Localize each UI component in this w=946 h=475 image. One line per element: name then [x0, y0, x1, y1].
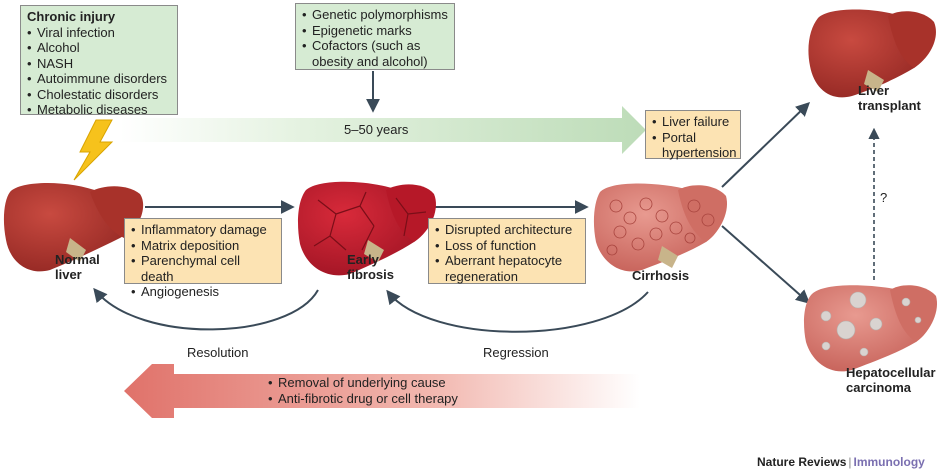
timeline-arrow	[120, 106, 646, 154]
risk-item: Genetic polymorphisms	[302, 7, 448, 23]
cirrhosis-processes-box: Disrupted architecture Loss of function …	[428, 218, 586, 284]
cirrhosis-process-item: Loss of function	[435, 238, 579, 254]
fibrosis-process-item: Matrix deposition	[131, 238, 275, 254]
injury-item: Metabolic diseases	[27, 102, 171, 118]
credit-separator: |	[848, 455, 852, 469]
therapy-item: Anti-fibrotic drug or cell therapy	[268, 391, 516, 407]
cirrhosis-process-item: Aberrant hepatocyte regeneration	[435, 253, 579, 284]
regression-arrow	[386, 289, 649, 333]
cirrhosis-process-item: Disrupted architecture	[435, 222, 579, 238]
injury-item: Autoimmune disorders	[27, 71, 171, 87]
cirrhosis-liver-icon	[593, 183, 728, 272]
injury-item: Viral infection	[27, 25, 171, 41]
fibrosis-process-item: Parenchymal cell death	[131, 253, 275, 284]
credit-section: Immunology	[853, 455, 925, 469]
hcc-liver-icon	[804, 285, 938, 372]
therapy-box: Removal of underlying cause Anti-fibroti…	[262, 375, 522, 407]
early-fibrosis-label: Early fibrosis	[347, 252, 394, 282]
cirrhosis-to-hcc-arrow	[721, 225, 811, 304]
regression-label: Regression	[483, 345, 549, 360]
credit-journal: Nature Reviews	[757, 455, 847, 469]
risk-factors-box: Genetic polymorphisms Epigenetic marks C…	[295, 3, 455, 70]
injury-item: Alcohol	[27, 40, 171, 56]
transplant-liver-icon	[808, 9, 936, 98]
cirrhosis-label: Cirrhosis	[632, 268, 690, 283]
end-stage-item: Portal hypertension	[652, 130, 736, 161]
timeline-label: 5–50 years	[344, 122, 409, 137]
cirrhosis-to-transplant-arrow	[721, 102, 811, 188]
end-stage-item: Liver failure	[652, 114, 734, 130]
hcc-label: Hepatocellular carcinoma	[846, 365, 936, 395]
resolution-label: Resolution	[187, 345, 249, 360]
liver-transplant-label: Liver transplant	[858, 83, 921, 113]
injury-item: NASH	[27, 56, 171, 72]
fibrosis-processes-box: Inflammatory damage Matrix deposition Pa…	[124, 218, 282, 299]
credit-line: Nature Reviews|Immunology	[757, 455, 925, 469]
unknown-link-label: ?	[880, 190, 888, 205]
fibrosis-process-item: Angiogenesis	[131, 284, 275, 300]
fibrosis-process-item: Inflammatory damage	[131, 222, 275, 238]
early-fibrosis-liver-icon	[298, 181, 436, 276]
therapy-item: Removal of underlying cause	[268, 375, 516, 391]
normal-liver-label: Normal liver	[55, 252, 100, 282]
chronic-injury-box: Chronic injury Viral infection Alcohol N…	[20, 5, 178, 118]
lightning-icon	[73, 119, 114, 181]
risk-item: Epigenetic marks	[302, 23, 448, 39]
resolution-arrow	[93, 287, 319, 331]
injury-item: Cholestatic disorders	[27, 87, 171, 103]
end-stage-box: Liver failure Portal hypertension	[645, 110, 741, 161]
risk-item: Cofactors (such as obesity and alcohol)	[302, 38, 448, 69]
chronic-injury-heading: Chronic injury	[27, 9, 116, 24]
